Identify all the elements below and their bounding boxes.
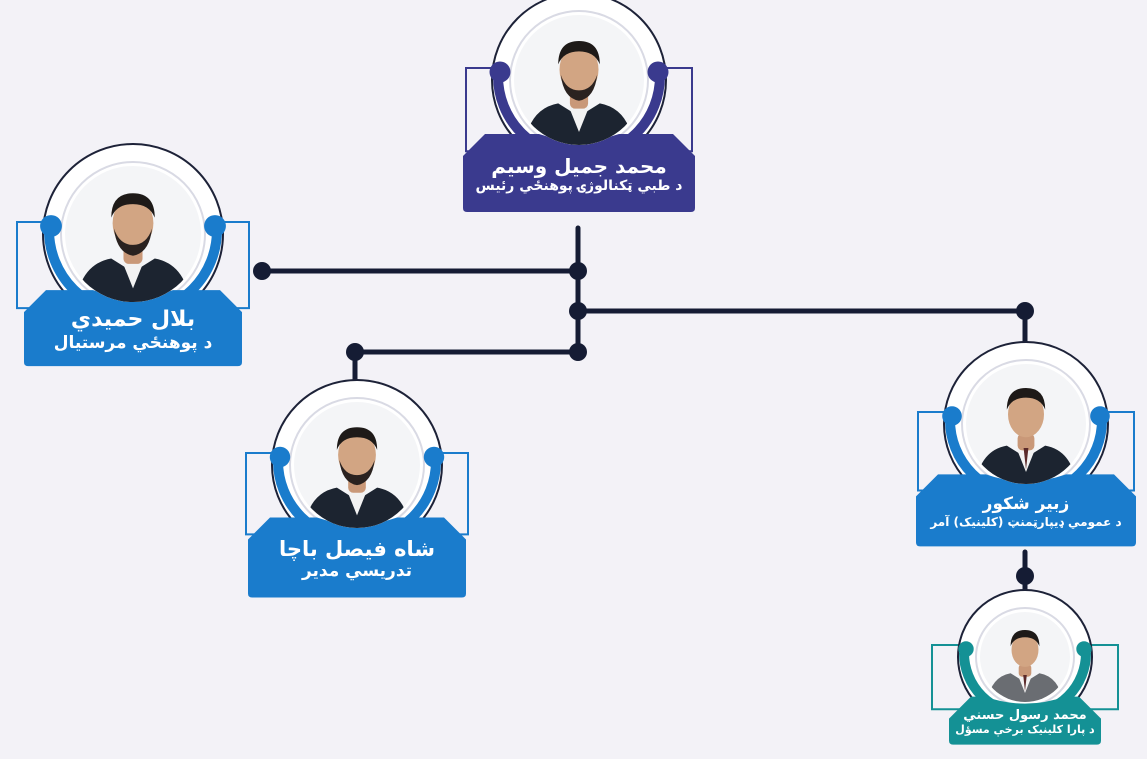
person-title: د پارا کلینیک برخې مسؤل <box>955 723 1095 737</box>
person-name: شاه فیصل باچا <box>278 537 436 562</box>
connector-dot <box>1016 302 1034 320</box>
person-photo-teaching <box>294 402 420 528</box>
person-name: محمد جمیل وسیم <box>491 154 667 179</box>
person-title: تدریسي مدیر <box>301 561 413 582</box>
person-title: د طبي ټکنالوژۍ پوهنځي رئیس <box>475 178 683 195</box>
connector-dot <box>569 262 587 280</box>
person-photo-para <box>980 612 1070 702</box>
person-photo-dept <box>966 364 1086 484</box>
connector-dot <box>346 343 364 361</box>
person-title: د عمومي ډیپارټمنټ (کلینیک) آمر <box>930 514 1122 529</box>
person-photo-head <box>514 15 644 145</box>
person-name: محمد رسول حسني <box>963 707 1087 723</box>
person-name: زبیر شکور <box>982 494 1070 515</box>
person-photo-admin <box>65 166 201 302</box>
connector-dot <box>569 302 587 320</box>
connector-dot <box>569 343 587 361</box>
connector-dot <box>1016 567 1034 585</box>
person-title: د پوهنځي مرستیال <box>53 332 213 353</box>
connector-dot <box>253 262 271 280</box>
person-name: بلال حمیدي <box>70 307 196 333</box>
